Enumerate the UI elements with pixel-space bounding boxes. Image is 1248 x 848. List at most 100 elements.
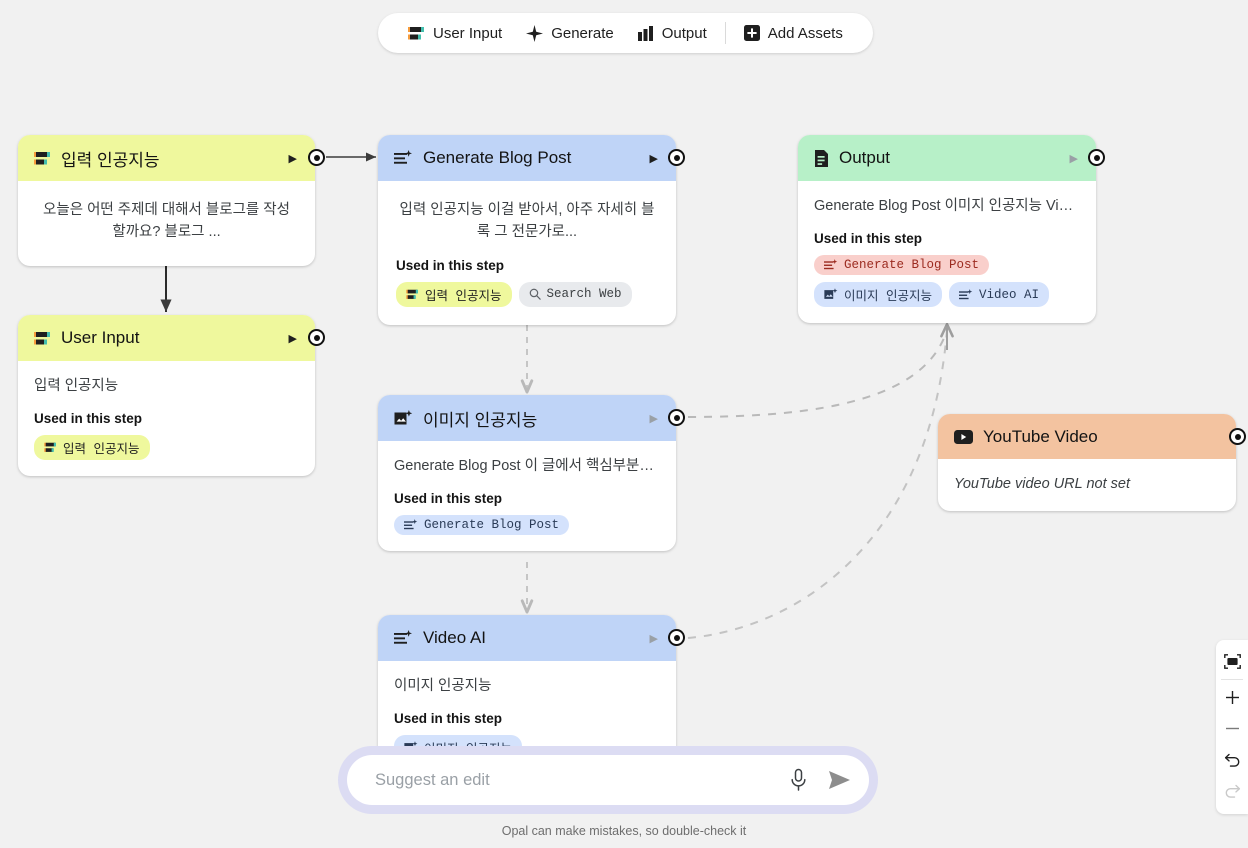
document-icon	[814, 149, 829, 167]
output-port-user-input[interactable]	[308, 329, 325, 346]
used-in-this-step-label: Used in this step	[396, 257, 505, 273]
palette-item-output[interactable]: Output	[626, 13, 719, 53]
run-caret-icon[interactable]: ▶	[288, 152, 297, 165]
node-user-input[interactable]: User Input ▶ 입력 인공지능 Used in this step	[18, 315, 315, 477]
node-youtube-video[interactable]: YouTube Video YouTube video URL not set	[938, 414, 1236, 512]
palette-item-user-input[interactable]: User Input	[396, 13, 514, 53]
node-description: 입력 인공지능 이걸 받아서, 아주 자세히 블록 그 전문가로...	[399, 202, 655, 241]
redo-button[interactable]	[1217, 775, 1247, 806]
user-input-icon	[34, 331, 51, 346]
output-port-youtube-video[interactable]	[1229, 428, 1246, 445]
node-palette-toolbar[interactable]: User Input Generate Output	[378, 13, 873, 53]
node-header[interactable]: YouTube Video	[938, 414, 1236, 459]
sparkle-icon	[526, 24, 544, 42]
palette-item-add-assets[interactable]: Add Assets	[732, 13, 855, 53]
toolbar-divider	[1221, 679, 1243, 680]
used-in-this-step-label: Used in this step	[394, 491, 503, 507]
used-in-this-step-label: Used in this step	[814, 231, 923, 247]
redo-icon	[1224, 783, 1241, 798]
used-chip[interactable]: 입력 인공지능	[34, 435, 150, 461]
zoom-out-button[interactable]	[1217, 713, 1247, 744]
generate-icon	[959, 289, 973, 301]
node-description: YouTube video URL not set	[954, 476, 1130, 492]
user-input-icon	[34, 151, 51, 166]
youtube-icon	[954, 429, 973, 444]
node-header[interactable]: 입력 인공지능 ▶	[18, 135, 315, 181]
node-body: Generate Blog Post 이 글에서 핵심부분을... Used i…	[378, 441, 676, 551]
node-description: 오늘은 어떤 주제데 대해서 블로그를 작성 할까요? 블로그 ...	[43, 202, 290, 241]
used-chip[interactable]: Generate Blog Post	[814, 255, 990, 276]
suggest-edit-inner[interactable]	[347, 755, 869, 805]
node-header[interactable]: Generate Blog Post ▶	[378, 135, 676, 181]
used-chip-list: Generate Blog Post	[394, 515, 660, 536]
microphone-icon[interactable]	[789, 768, 808, 792]
palette-item-label: Add Assets	[767, 24, 843, 42]
node-body: 오늘은 어떤 주제데 대해서 블로그를 작성 할까요? 블로그 ...	[18, 181, 315, 266]
zoom-in-button[interactable]	[1217, 682, 1247, 713]
used-in-this-step-label: Used in this step	[34, 411, 143, 427]
node-image-ai[interactable]: 이미지 인공지능 ▶ Generate Blog Post 이 글에서 핵심부분…	[378, 395, 676, 552]
node-title: 이미지 인공지능	[423, 410, 538, 430]
generate-icon	[394, 630, 413, 646]
node-description: Generate Blog Post 이 글에서 핵심부분을...	[394, 458, 660, 474]
node-title: YouTube Video	[983, 426, 1098, 446]
generate-icon	[394, 150, 413, 166]
output-port-image-ai[interactable]	[668, 409, 685, 426]
user-input-icon	[408, 26, 425, 41]
used-chip[interactable]: Generate Blog Post	[394, 515, 570, 536]
node-output[interactable]: Output ▶ Generate Blog Post 이미지 인공지능 Vid…	[798, 135, 1096, 324]
used-chip-label: 이미지 인공지능	[844, 290, 933, 305]
used-chip-list: 입력 인공지능	[34, 435, 299, 461]
output-port-output[interactable]	[1088, 149, 1105, 166]
node-title: User Input	[61, 328, 140, 347]
node-body: 입력 인공지능 이걸 받아서, 아주 자세히 블록 그 전문가로... Used…	[378, 181, 676, 325]
node-body: Generate Blog Post 이미지 인공지능 Vide... Used…	[798, 181, 1096, 323]
user-input-icon	[44, 442, 57, 453]
user-input-icon	[406, 289, 419, 300]
disclaimer-text: Opal can make mistakes, so double-check …	[501, 824, 747, 838]
node-input-ai[interactable]: 입력 인공지능 ▶ 오늘은 어떤 주제데 대해서 블로그를 작성 할까요? 블로…	[18, 135, 315, 266]
used-chip-label: 입력 인공지능	[425, 289, 502, 304]
used-chip[interactable]: 입력 인공지능	[396, 281, 512, 307]
output-port-generate-blog-post[interactable]	[668, 149, 685, 166]
node-header[interactable]: Output ▶	[798, 135, 1096, 181]
suggest-edit-input[interactable]	[375, 770, 789, 790]
used-chip-label: Search Web	[546, 287, 622, 302]
node-title: 입력 인공지능	[61, 150, 160, 170]
node-title: Video AI	[423, 628, 487, 647]
undo-button[interactable]	[1217, 744, 1247, 775]
palette-item-generate[interactable]: Generate	[514, 13, 626, 53]
output-port-input-ai[interactable]	[308, 149, 325, 166]
run-caret-icon[interactable]: ▶	[649, 412, 658, 425]
run-caret-icon[interactable]: ▶	[1069, 152, 1078, 165]
search-icon	[529, 288, 541, 301]
used-chip[interactable]: Search Web	[518, 281, 632, 307]
toolbar-divider	[724, 22, 726, 44]
used-chip-list: 입력 인공지능 Search Web	[396, 281, 658, 307]
view-controls-toolbar[interactable]	[1216, 640, 1248, 814]
used-chip[interactable]: 이미지 인공지능	[814, 282, 943, 308]
used-chip-list: Generate Blog Post 이미지 인공지능	[814, 255, 1080, 308]
generate-icon	[824, 259, 838, 271]
generate-icon	[404, 519, 418, 531]
output-port-video-ai[interactable]	[668, 629, 685, 646]
node-header[interactable]: 이미지 인공지능 ▶	[378, 395, 676, 441]
node-header[interactable]: Video AI ▶	[378, 615, 676, 661]
image-generate-icon	[824, 288, 838, 301]
node-generate-blog-post[interactable]: Generate Blog Post ▶ 입력 인공지능 이걸 받아서, 아주 …	[378, 135, 676, 325]
fit-to-screen-button[interactable]	[1217, 646, 1247, 677]
node-body: YouTube video URL not set	[938, 459, 1236, 511]
used-chip-label: Generate Blog Post	[424, 518, 560, 533]
used-in-this-step-label: Used in this step	[394, 711, 503, 727]
suggest-edit-bar[interactable]	[338, 746, 878, 814]
node-description: 이미지 인공지능	[394, 678, 492, 694]
send-icon[interactable]	[828, 769, 851, 791]
run-caret-icon[interactable]: ▶	[649, 632, 658, 645]
run-caret-icon[interactable]: ▶	[649, 152, 658, 165]
run-caret-icon[interactable]: ▶	[288, 332, 297, 345]
used-chip[interactable]: Video AI	[949, 282, 1050, 308]
plus-icon	[1225, 690, 1240, 705]
node-header[interactable]: User Input ▶	[18, 315, 315, 361]
node-body: 입력 인공지능 Used in this step 입력 인	[18, 361, 315, 476]
